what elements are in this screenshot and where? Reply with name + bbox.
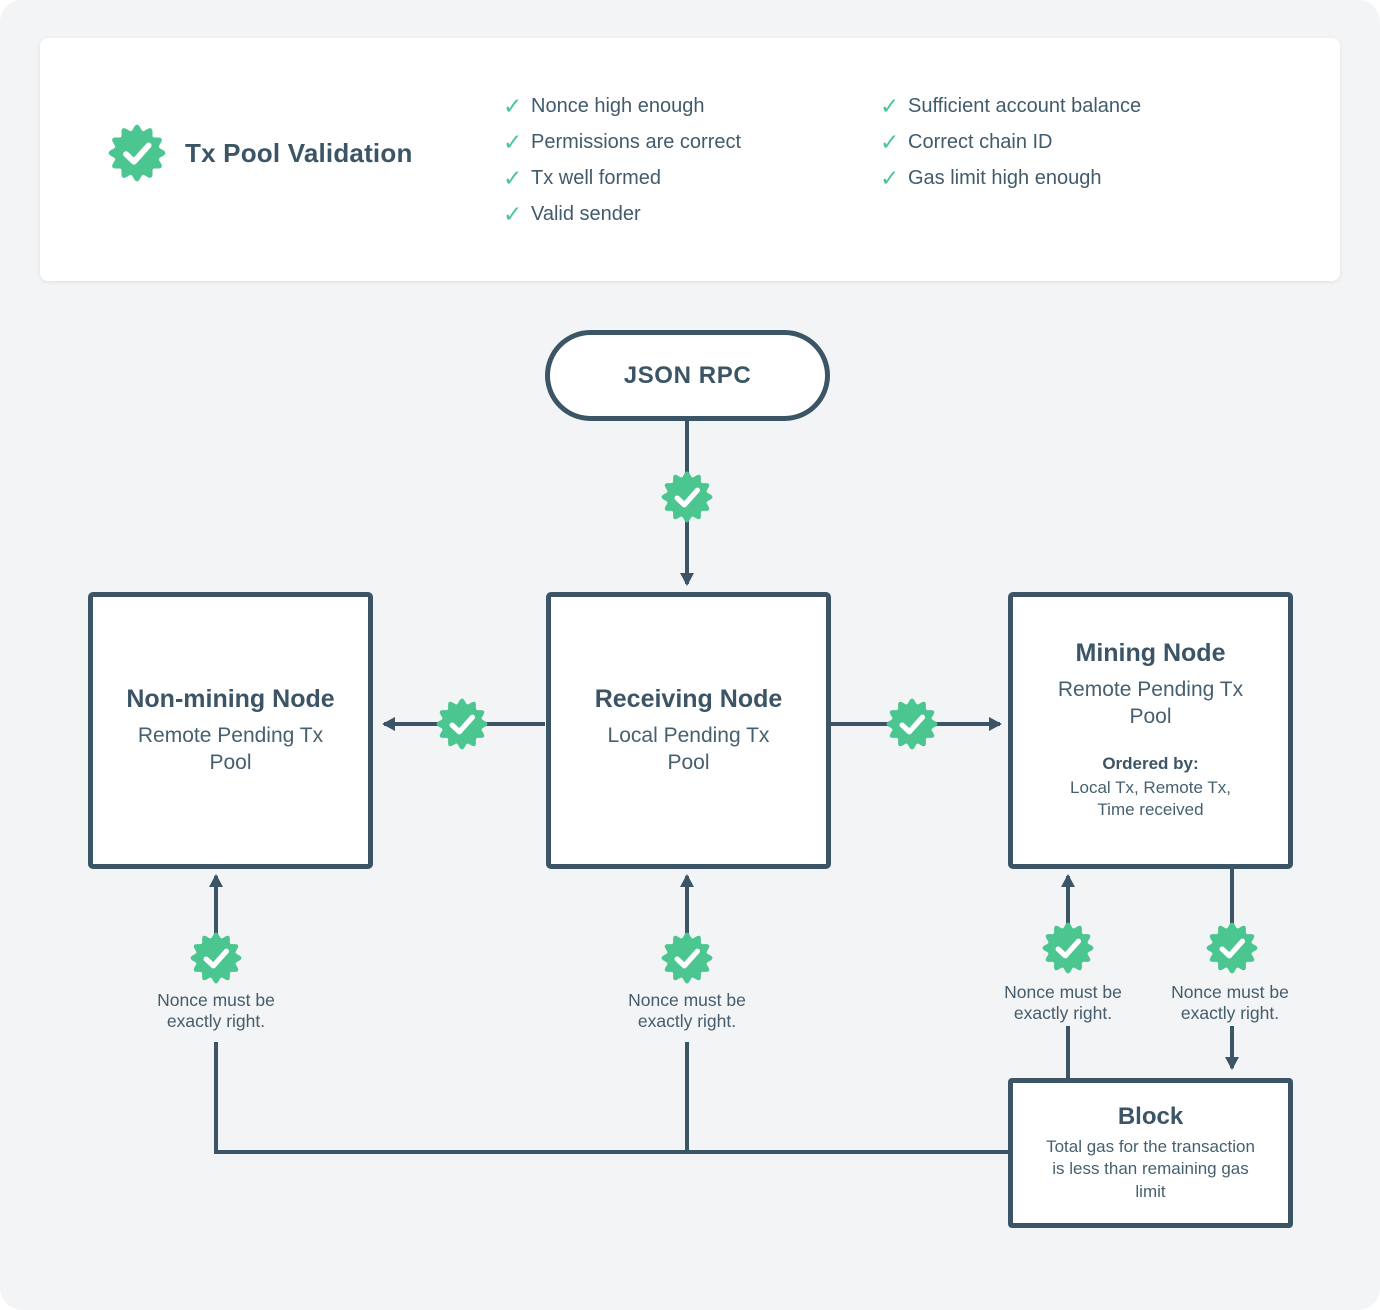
check-label: Nonce high enough: [531, 94, 705, 117]
check-label: Correct chain ID: [908, 130, 1053, 153]
ordered-by-label: Ordered by:: [1102, 754, 1199, 774]
validation-seal-icon: [1042, 922, 1094, 974]
check-icon: ✓: [503, 164, 523, 191]
connector-nonmining-return-line: [214, 1042, 1010, 1154]
node-subtitle: Local Pending Tx Pool: [607, 724, 770, 774]
node-block: Block Total gas for the transaction is l…: [1008, 1078, 1293, 1228]
check-item: ✓ Sufficient account balance: [880, 88, 1141, 124]
check-label: Permissions are correct: [531, 130, 742, 153]
node-title: Receiving Node: [594, 685, 783, 714]
note-nonce-receiving: Nonce must be exactly right.: [628, 990, 746, 1032]
validation-checklist-col1: ✓ Nonce high enough ✓ Permissions are co…: [503, 88, 741, 232]
check-icon: ✓: [503, 200, 523, 227]
node-title: Mining Node: [1075, 639, 1226, 668]
validation-seal-icon: [886, 698, 938, 750]
check-item: ✓ Gas limit high enough: [880, 160, 1141, 196]
node-subtitle: Remote Pending Tx Pool: [1057, 678, 1244, 728]
node-title: Non-mining Node: [126, 685, 335, 714]
node-mining: Mining Node Remote Pending Tx Pool Order…: [1008, 592, 1293, 869]
node-subtitle: Remote Pending Tx Pool: [137, 724, 324, 774]
node-json-rpc: JSON RPC: [545, 330, 830, 421]
validation-seal-icon: [661, 932, 713, 984]
block-title: Block: [1117, 1103, 1184, 1131]
note-nonce-mining-right: Nonce must be exactly right.: [1171, 982, 1289, 1024]
check-icon: ✓: [503, 128, 523, 155]
check-icon: ✓: [880, 92, 900, 119]
check-item: ✓ Tx well formed: [503, 160, 741, 196]
check-item: ✓ Correct chain ID: [880, 124, 1141, 160]
validation-seal-icon: [190, 932, 242, 984]
check-label: Valid sender: [531, 202, 641, 225]
block-body: Total gas for the transaction is less th…: [1046, 1137, 1255, 1201]
json-rpc-label: JSON RPC: [623, 361, 752, 389]
check-item: ✓ Valid sender: [503, 196, 741, 232]
validation-seal-icon: [1206, 922, 1258, 974]
check-label: Sufficient account balance: [908, 94, 1142, 117]
card-title: Tx Pool Validation: [185, 138, 413, 168]
validation-seal-icon: [108, 124, 166, 182]
node-non-mining: Non-mining Node Remote Pending Tx Pool: [88, 592, 373, 869]
tx-pool-validation-card: Tx Pool Validation ✓ Nonce high enough ✓…: [40, 38, 1340, 281]
check-icon: ✓: [503, 92, 523, 119]
validation-seal-icon: [436, 698, 488, 750]
node-receiving: Receiving Node Local Pending Tx Pool: [546, 592, 831, 869]
ordered-by-value: Local Tx, Remote Tx, Time received: [1070, 778, 1231, 820]
validation-checklist-col2: ✓ Sufficient account balance ✓ Correct c…: [880, 88, 1141, 196]
check-item: ✓ Nonce high enough: [503, 88, 741, 124]
check-icon: ✓: [880, 164, 900, 191]
check-icon: ✓: [880, 128, 900, 155]
note-nonce-mining-left: Nonce must be exactly right.: [1004, 982, 1122, 1024]
check-label: Gas limit high enough: [908, 166, 1102, 189]
check-item: ✓ Permissions are correct: [503, 124, 741, 160]
note-nonce-nonmining: Nonce must be exactly right.: [157, 990, 275, 1032]
validation-seal-icon: [661, 471, 713, 523]
check-label: Tx well formed: [531, 166, 662, 189]
